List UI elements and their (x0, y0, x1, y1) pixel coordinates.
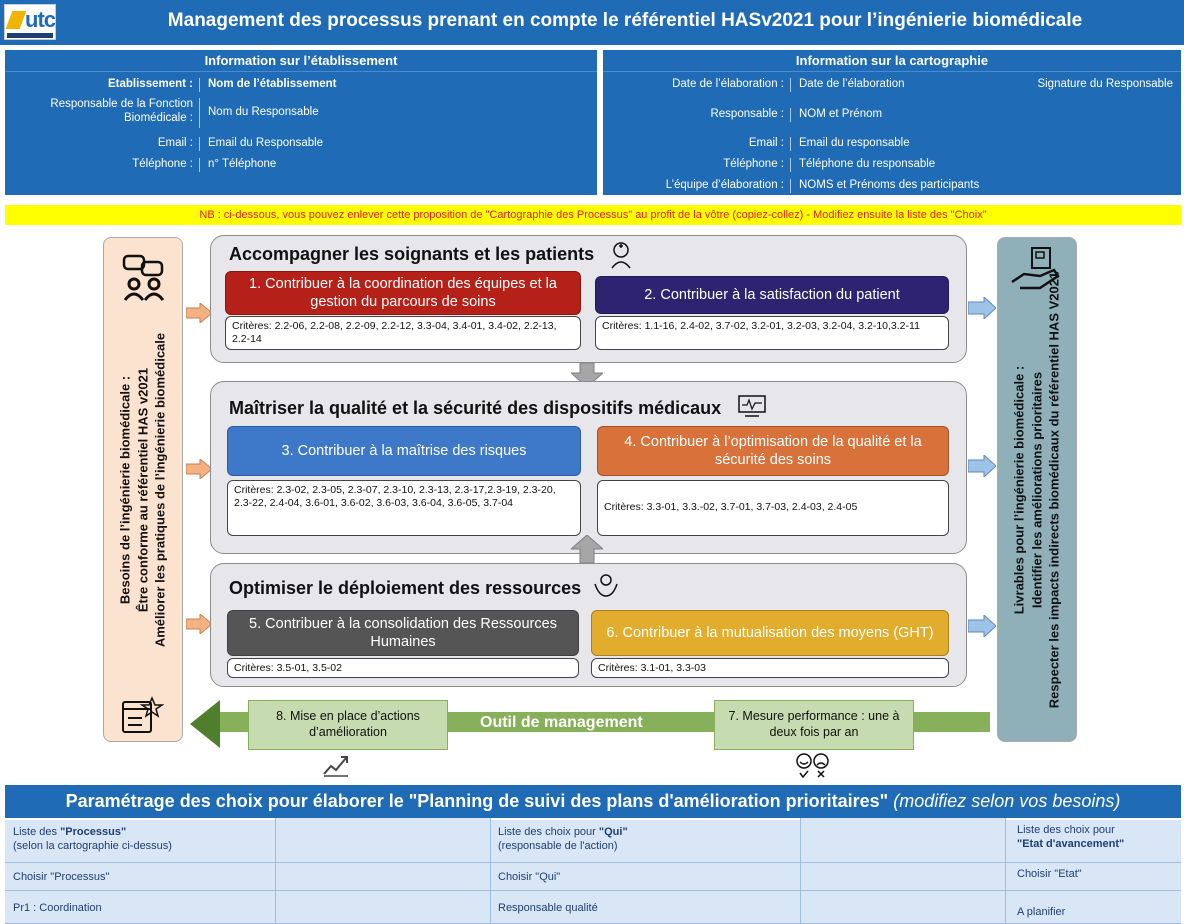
label-telephone-carto: Téléphone : (603, 158, 791, 172)
arrow-up-icon (571, 535, 603, 563)
value-email-carto[interactable]: Email du responsable (799, 137, 910, 149)
etablissement-panel: Information sur l’établissement Etabliss… (5, 50, 597, 195)
choices-table: Liste des "Processus" (selon la cartogra… (5, 818, 1181, 924)
label-responsable: Responsable : (603, 108, 791, 122)
criteria-5: Critères: 3.5-01, 3.5-02 (227, 658, 579, 678)
band-title-optimiser: Optimiser le déploiement des ressources (229, 578, 582, 598)
besoins-line3: Améliorer les pratiques de l’ingénierie … (152, 332, 168, 647)
band-optimiser: Optimiser le déploiement des ressources … (210, 563, 967, 687)
nb-notice: NB : ci-dessous, vous pouvez enlever cet… (5, 205, 1181, 225)
etat-list-header: Liste des choix pour "Etat d'avancement" (1017, 824, 1125, 850)
outil-management-label: Outil de management (480, 714, 643, 731)
qui-choice-1[interactable]: Responsable qualité (498, 902, 598, 914)
besoins-sidebar: Besoins de l’ingénierie biomédicale : Êt… (103, 237, 183, 742)
step-8-box[interactable]: 8. Mise en place d’actions d’amélioratio… (248, 700, 448, 750)
value-nom-prenom[interactable]: NOM et Prénom (799, 108, 883, 120)
value-telephone-carto[interactable]: Téléphone du responsable (799, 158, 936, 170)
band-maitriser: Maîtriser la qualité et la sécurité des … (210, 381, 967, 554)
cartographie-panel: Information sur la cartographie Date de … (603, 50, 1181, 195)
value-telephone[interactable]: n° Téléphone (208, 158, 277, 170)
livrables-sidebar: Livrables pour l’ingénierie biomédicale … (997, 237, 1077, 742)
etat-choice-1[interactable]: A planifier (1017, 906, 1066, 918)
band-accompagner: Accompagner les soignants et les patient… (210, 235, 967, 363)
value-responsable[interactable]: Nom du Responsable (208, 106, 319, 118)
parametrage-title-bar: Paramétrage des choix pour élaborer le "… (5, 785, 1181, 818)
parametrage-title: Paramétrage des choix pour élaborer le "… (65, 791, 889, 811)
title-bar: utc Management des processus prenant en … (0, 0, 1184, 45)
arrow-right-icon (968, 455, 996, 477)
arrow-down-icon (571, 363, 603, 387)
livrables-line2: Identifier les améliorations prioritaire… (1029, 371, 1045, 608)
process-card-2[interactable]: 2. Contribuer à la satisfaction du patie… (595, 276, 949, 314)
besoins-line1: Besoins de l’ingénierie biomédicale : (117, 375, 133, 604)
arrow-right-icon (968, 297, 996, 319)
qui-choice-0[interactable]: Choisir "Qui" (498, 871, 561, 883)
parametrage-subtitle: (modifiez selon vos besoins) (893, 791, 1121, 811)
criteria-4: Critères: 3.3-01, 3.3.-02, 3.7-01, 3.7-0… (597, 480, 949, 536)
etat-choice-0[interactable]: Choisir "Etat" (1017, 868, 1082, 880)
hands-heart-icon (594, 574, 618, 597)
people-chat-icon (122, 254, 165, 301)
page-title: Management des processus prenant en comp… (167, 10, 1083, 31)
process-card-6[interactable]: 6. Contribuer à la mutualisation des moy… (591, 610, 949, 656)
arrow-right-icon (186, 614, 212, 634)
criteria-6: Critères: 3.1-01, 3.3-03 (591, 658, 949, 678)
etablissement-heading: Information sur l’établissement (5, 50, 597, 72)
utc-logo: utc (4, 4, 56, 40)
value-signature[interactable]: Signature du Responsable (1037, 78, 1173, 90)
livrables-line3: Respecter les impacts indirects biomédic… (1046, 271, 1062, 708)
value-date[interactable]: Date de l’élaboration (799, 78, 905, 90)
band-title-maitriser: Maîtriser la qualité et la sécurité des … (229, 398, 722, 418)
growth-chart-icon (323, 756, 348, 777)
label-telephone: Téléphone : (5, 158, 200, 172)
calendar-star-icon (122, 696, 164, 733)
processus-choice-0[interactable]: Choisir "Processus" (13, 871, 110, 883)
criteria-3: Critères: 2.3-02, 2.3-05, 2.3-07, 2.3-10… (227, 480, 581, 536)
nurse-icon (611, 242, 631, 269)
step-7-box[interactable]: 7. Mesure performance : une à deux fois … (714, 700, 914, 750)
processus-list-header: Liste des "Processus" (selon la cartogra… (13, 826, 172, 852)
processus-choice-1[interactable]: Pr1 : Coordination (13, 902, 102, 914)
label-etablissement: Etablissement : (5, 78, 200, 92)
label-email: Email : (5, 137, 200, 151)
arrow-right-icon (186, 303, 212, 323)
criteria-1: Critères: 2.2-06, 2.2-08, 2.2-09, 2.2-12… (225, 316, 581, 350)
hand-document-icon (1011, 247, 1060, 290)
arrow-left-icon (190, 700, 220, 748)
arrow-right-icon (186, 459, 212, 479)
monitor-icon (738, 395, 766, 417)
value-etablissement[interactable]: Nom de l’établissement (208, 78, 337, 90)
cartographie-heading: Information sur la cartographie (603, 50, 1181, 72)
value-equipe[interactable]: NOMS et Prénoms des participants (799, 179, 980, 191)
smiley-faces-icon (796, 753, 829, 779)
band-title-accompagner: Accompagner les soignants et les patient… (229, 244, 595, 264)
label-email-carto: Email : (603, 137, 791, 151)
label-equipe: L’équipe d’élaboration : (603, 179, 791, 193)
livrables-line1: Livrables pour l’ingénierie biomédicale … (1011, 365, 1027, 614)
process-card-1[interactable]: 1. Contribuer à la coordination des équi… (225, 271, 581, 315)
label-responsable-fonction: Responsable de la Fonction Biomédicale : (5, 98, 200, 128)
label-date: Date de l’élaboration : (603, 78, 791, 92)
besoins-line2: Être conforme au référentiel HAS v2021 (135, 367, 151, 612)
criteria-2: Critères: 1.1-16, 2.4-02, 3.7-02, 3.2-01… (595, 316, 949, 350)
qui-list-header: Liste des choix pour "Qui" (responsable … (498, 826, 628, 852)
process-card-4[interactable]: 4. Contribuer à l’optimisation de la qua… (597, 426, 949, 476)
process-card-3[interactable]: 3. Contribuer à la maîtrise des risques (227, 426, 581, 476)
value-email[interactable]: Email du Responsable (208, 137, 324, 149)
process-card-5[interactable]: 5. Contribuer à la consolidation des Res… (227, 610, 579, 656)
arrow-right-icon (968, 615, 996, 637)
